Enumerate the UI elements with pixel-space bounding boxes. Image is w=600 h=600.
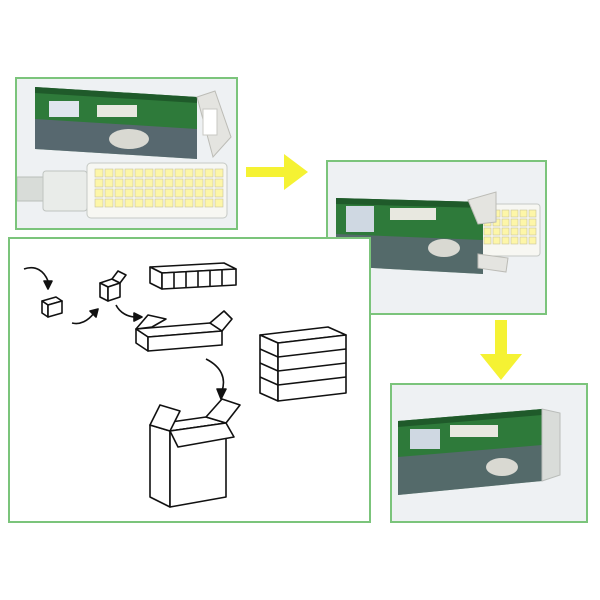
led-chip bbox=[164, 168, 174, 178]
product-box bbox=[336, 191, 509, 274]
flow-arrow-right bbox=[246, 154, 308, 190]
open-carton-icon bbox=[135, 310, 233, 352]
led-chip bbox=[174, 168, 184, 178]
product-box bbox=[398, 408, 561, 495]
led-chip bbox=[184, 178, 194, 188]
led-chip bbox=[510, 209, 519, 218]
led-chip bbox=[519, 236, 528, 245]
led-chip bbox=[483, 227, 492, 236]
led-chip bbox=[510, 218, 519, 227]
led-chip bbox=[194, 198, 204, 208]
led-lamp bbox=[17, 162, 228, 219]
led-chip bbox=[528, 218, 537, 227]
led-chip bbox=[134, 198, 144, 208]
led-chip bbox=[164, 198, 174, 208]
led-chip bbox=[214, 198, 224, 208]
product-box bbox=[35, 87, 232, 159]
led-chip bbox=[164, 188, 174, 198]
led-chip bbox=[114, 178, 124, 188]
curved-arrow-icon bbox=[115, 304, 143, 322]
led-chip bbox=[174, 188, 184, 198]
led-chip bbox=[144, 168, 154, 178]
led-chip bbox=[194, 168, 204, 178]
box-row-icon bbox=[149, 262, 237, 290]
led-chip bbox=[124, 198, 134, 208]
led-chip bbox=[194, 188, 204, 198]
led-chip bbox=[154, 188, 164, 198]
led-chip bbox=[519, 218, 528, 227]
led-chip bbox=[501, 227, 510, 236]
led-chip bbox=[510, 227, 519, 236]
led-chip bbox=[204, 198, 214, 208]
led-chip bbox=[154, 178, 164, 188]
led-chip bbox=[94, 168, 104, 178]
stacked-boxes-icon bbox=[259, 326, 347, 402]
led-chip bbox=[519, 227, 528, 236]
led-chip bbox=[174, 198, 184, 208]
led-chip bbox=[194, 178, 204, 188]
led-chip bbox=[144, 188, 154, 198]
led-chip bbox=[124, 188, 134, 198]
photo-box-and-lamp bbox=[15, 77, 238, 230]
led-chip bbox=[214, 168, 224, 178]
led-chip bbox=[114, 198, 124, 208]
led-chip bbox=[483, 236, 492, 245]
led-chip bbox=[104, 178, 114, 188]
led-chip bbox=[528, 227, 537, 236]
led-chip bbox=[184, 198, 194, 208]
led-chip bbox=[94, 178, 104, 188]
led-chip bbox=[174, 178, 184, 188]
large-carton-icon bbox=[149, 398, 241, 508]
led-chip bbox=[94, 188, 104, 198]
small-box-icon bbox=[41, 296, 63, 318]
led-chip bbox=[94, 198, 104, 208]
led-chip bbox=[204, 188, 214, 198]
led-chip bbox=[114, 168, 124, 178]
led-chip bbox=[124, 178, 134, 188]
led-chip bbox=[501, 218, 510, 227]
led-chip bbox=[164, 178, 174, 188]
led-chip bbox=[144, 178, 154, 188]
photo-lamp-in-box bbox=[326, 160, 547, 315]
led-chip bbox=[184, 188, 194, 198]
led-chip bbox=[492, 236, 501, 245]
led-chip bbox=[510, 236, 519, 245]
led-chip bbox=[214, 178, 224, 188]
led-chip bbox=[204, 178, 214, 188]
led-chip bbox=[184, 168, 194, 178]
flow-arrow-down bbox=[480, 320, 522, 380]
led-chip bbox=[528, 209, 537, 218]
packing-process-diagram bbox=[8, 237, 371, 523]
led-chip bbox=[114, 188, 124, 198]
photo-closed-box bbox=[390, 383, 588, 523]
led-chip bbox=[124, 168, 134, 178]
led-chip bbox=[104, 188, 114, 198]
led-chip bbox=[492, 227, 501, 236]
led-chip bbox=[104, 168, 114, 178]
led-chip bbox=[501, 236, 510, 245]
led-chip bbox=[134, 168, 144, 178]
led-chip bbox=[501, 209, 510, 218]
led-chip bbox=[519, 209, 528, 218]
curved-arrow-icon bbox=[205, 358, 227, 400]
curved-arrow-icon bbox=[71, 308, 99, 325]
led-chip bbox=[104, 198, 114, 208]
led-chip bbox=[154, 198, 164, 208]
led-chip bbox=[154, 168, 164, 178]
small-box-open-icon bbox=[99, 270, 127, 302]
led-chip bbox=[134, 188, 144, 198]
led-chip bbox=[528, 236, 537, 245]
led-chip bbox=[204, 168, 214, 178]
led-chip bbox=[214, 188, 224, 198]
led-chip bbox=[144, 198, 154, 208]
led-chip bbox=[134, 178, 144, 188]
curved-arrow-icon bbox=[23, 266, 53, 290]
